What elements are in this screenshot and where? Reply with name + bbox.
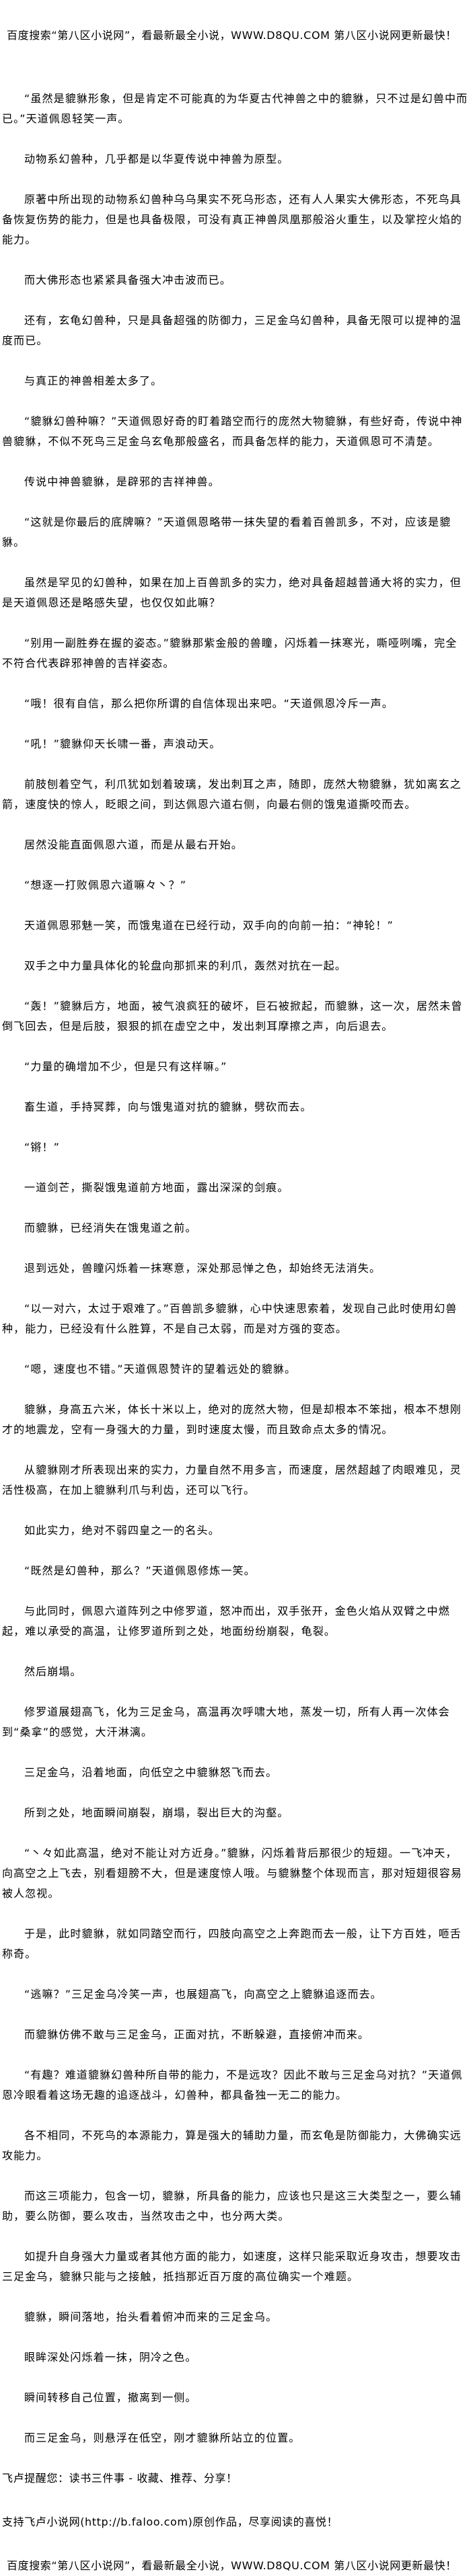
chapter-paragraph: “别用一副胜券在握的姿态。”貔貅那紫金般的兽瞳，闪烁着一抹寒光，嘶哑咧嘴，完全不… (2, 637, 458, 670)
chapter-paragraph: “想逐一打败佩恩六道嘛々丶？” (24, 879, 187, 891)
chapter-paragraph: “嗯，速度也不错。”天道佩恩赞许的望着远处的貔貅。 (24, 1363, 297, 1375)
chapter-paragraph: “有趣？难道貔貅幻兽种所自带的能力，不是远攻？因此不敢与三足金乌对抗？”天道佩恩… (2, 2068, 463, 2101)
chapter-paragraph: 动物系幻兽种，几乎都是以华夏传说中神兽为原型。 (24, 153, 289, 165)
chapter-paragraph: 退到远处，兽瞳闪烁着一抹寒意，深处那忌惮之色，却始终无法消失。 (24, 1262, 382, 1275)
chapter-paragraph: 于是，此时貔貅，就如同踏空而行，四肢向高空之上奔跑而去一般，让下方百姓，咂舌称奇… (2, 1927, 462, 1960)
chapter-paragraph: 如此实力，绝对不弱四皇之一的名头。 (24, 1524, 220, 1537)
chapter-paragraph: 前肢刨着空气，利爪犹如划着玻璃，发出刺耳之声，随即，庞然大物貔貅，犹如离玄之箭，… (2, 778, 462, 811)
chapter-paragraph: 畜生道，手持冥葬，向与饿鬼道对抗的貔貅，劈砍而去。 (24, 1100, 312, 1113)
chapter-paragraph: 如提升自身强大力量或者其他方面的能力，如速度，这样只能采取近身攻击，想要攻击三足… (2, 2250, 462, 2283)
chapter-paragraph: “哦！很有自信，那么把你所谓的自信体现出来吧。“天道佩恩冷斥一声。 (24, 697, 394, 710)
site-banner-top: 百度搜索“第八区小说网”，看最新最全小说，WWW.D8QU.COM 第八区小说网… (7, 29, 457, 42)
chapter-paragraph: “貔貅幻兽种嘛？”天道佩恩好奇的盯着踏空而行的庞然大物貔貅，有些好奇，传说中神兽… (2, 415, 463, 448)
chapter-paragraph: “逃嘛？”三足金乌冷笑一声，也展翅高飞，向高空之上貔貅追逐而去。 (24, 1988, 382, 2001)
chapter-paragraph: “以一对六，太过于艰难了。”百兽凯多貔貅，心中快速思索着，发现自己此时使用幻兽种… (2, 1302, 458, 1335)
chapter-paragraph: 而貔貅，已经消失在饿鬼道之前。 (24, 1221, 197, 1234)
footer-reminder: 飞卢提醒您：读书三件事 - 收藏、推荐、分享！ (2, 2472, 238, 2485)
chapter-paragraph: 从貔貅刚才所表现出来的实力，力量自然不用多言，而速度，居然超越了肉眼难见，灵活性… (2, 1463, 462, 1496)
chapter-paragraph: 貔貅，身高五六米，体长十米以上，绝对的庞然大物，但是却根本不笨拙，根本不想刚才的… (2, 1403, 462, 1436)
chapter-paragraph: 貔貅，瞬间落地，抬头看着俯冲而来的三足金乌。 (24, 2310, 278, 2323)
chapter-paragraph: “这就是你最后的底牌嘛？”天道佩恩略带一抹失望的看着百兽凯多，不对，应该是貔貅。 (2, 516, 451, 549)
chapter-paragraph: 还有，玄龟幻兽种，只是具备超强的防御力，三足金乌幻兽种，具备无限可以提神的温度而… (2, 314, 462, 347)
chapter-paragraph: 居然没能直面佩恩六道，而是从最右开始。 (24, 838, 243, 851)
chapter-paragraph: 而大佛形态也紧紧具备强大冲击波而已。 (24, 274, 231, 286)
chapter-paragraph: 而这三项能力，包含一切，貔貅，所具备的能力，应该也只是这三大类型之一，要么辅助，… (2, 2189, 462, 2222)
site-banner-bottom: 百度搜索“第八区小说网”，看最新最全小说，WWW.D8QU.COM 第八区小说网… (7, 2559, 457, 2572)
chapter-paragraph: 所到之处，地面瞬间崩裂，崩塌，裂出巨大的沟壑。 (24, 1806, 289, 1819)
chapter-paragraph: 而貔貅仿佛不敢与三足金乌，正面对抗，不断躲避，直接俯冲而来。 (24, 2028, 370, 2041)
chapter-content: “虽然是貔貅形象，但是肯定不可能真的为华夏古代神兽之中的貔貅，只不过是幻兽中而已… (0, 46, 471, 2448)
chapter-paragraph: 虽然是罕见的幻兽种，如果在加上百兽凯多的实力，绝对具备超越普通大将的实力，但是天… (2, 576, 462, 609)
chapter-paragraph: 而三足金乌，则悬浮在低空，刚才貔貅所站立的位置。 (24, 2431, 301, 2444)
chapter-paragraph: 修罗道展翅高飞，化为三足金乌，高温再次呼啸大地，蒸发一切，所有人再一次体会到“桑… (2, 1705, 450, 1738)
chapter-paragraph: “丶々如此高温，绝对不能让对方近身。”貔貅，闪烁着背后那很少的短翅。一飞冲天，向… (2, 1847, 463, 1900)
chapter-paragraph: 天道佩恩邪魅一笑，而饿鬼道在已经行动，双手向的向前一拍：“神轮！” (24, 919, 394, 932)
chapter-paragraph: 瞬间转移自己位置，撤离到一侧。 (24, 2391, 197, 2404)
chapter-paragraph: 传说中神兽貔貅，是辟邪的吉祥神兽。 (24, 475, 220, 488)
chapter-paragraph: 与此同时，佩恩六道阵列之中修罗道，怒冲而出，双手张开，金色火焰从双臂之中燃起，难… (2, 1605, 450, 1638)
chapter-paragraph: “锵！” (24, 1141, 60, 1154)
chapter-paragraph: 与真正的神兽相差太多了。 (24, 374, 163, 387)
chapter-paragraph: “轰！”貔貅后方，地面，被气浪疯狂的破坏，巨石被掀起，而貔貅，这一次，居然未曾倒… (2, 1000, 463, 1033)
chapter-paragraph: 然后崩塌。 (24, 1665, 82, 1678)
chapter-paragraph: 双手之中力量具体化的轮盘向那抓来的利爪，轰然对抗在一起。 (24, 959, 347, 972)
chapter-paragraph: “力量的确增加不少，但是只有这样嘛。” (24, 1060, 227, 1073)
chapter-paragraph: 各不相同，不死鸟的本源能力，算是强大的辅助力量，而玄龟是防御能力，大佛确实远攻能… (2, 2129, 462, 2162)
chapter-paragraph: “吼！”貔貅仰天长啸一番，声浪动天。 (24, 737, 221, 750)
footer-support-link[interactable]: 支持飞卢小说网(http://b.faloo.com)原创作品，尽享阅读的喜悦！ (2, 2515, 338, 2528)
chapter-paragraph: “既然是幻兽种，那么？”天道佩恩修炼一笑。 (24, 1564, 256, 1577)
chapter-paragraph: 三足金乌，沿着地面，向低空之中貔貅怒飞而去。 (24, 1766, 278, 1779)
chapter-paragraph: 眼眸深处闪烁着一抹，阴冷之色。 (24, 2351, 197, 2364)
chapter-paragraph: “虽然是貔貅形象，但是肯定不可能真的为华夏古代神兽之中的貔貅，只不过是幻兽中而已… (2, 92, 468, 125)
chapter-paragraph: 一道剑芒，撕裂饿鬼道前方地面，露出深深的剑痕。 (24, 1181, 289, 1194)
chapter-paragraph: 原著中所出现的动物系幻兽种乌乌果实不死乌形态，还有人人果实大佛形态，不死鸟具备恢… (2, 193, 463, 246)
